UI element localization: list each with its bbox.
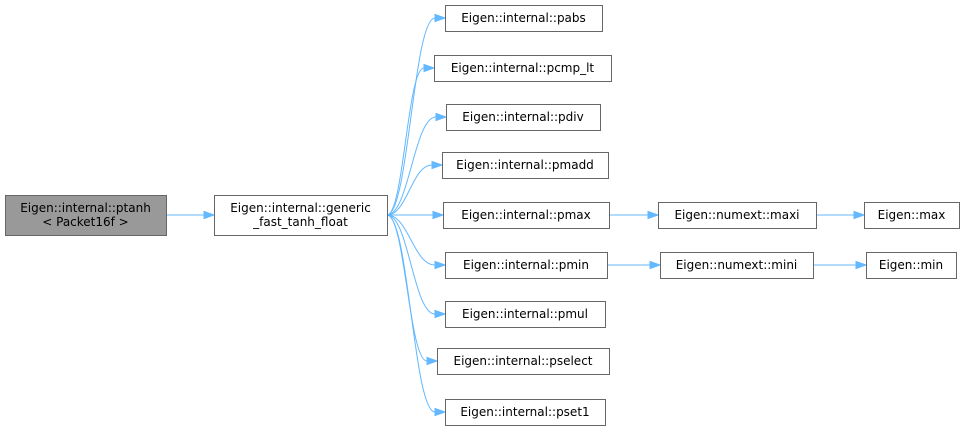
arrow-generic-to-pmin [434,260,447,270]
node-pmul[interactable]: Eigen::internal::pmul [445,301,606,328]
node-box-pabs [445,5,603,32]
node-label-pabs: Eigen::internal::pabs [461,11,586,25]
node-box-mini [660,252,814,279]
node-min[interactable]: Eigen::min [866,252,957,279]
node-label-pdiv: Eigen::internal::pdiv [462,110,583,124]
node-label-ptanh: Eigen::internal::ptanh [20,201,151,215]
node-box-pmin [445,252,608,279]
arrow-mini-to-min [855,260,868,270]
arrow-generic-to-pdiv [435,112,448,122]
edge-generic-to-pmadd [386,164,433,216]
edge-generic-to-pcmp_lt [386,67,425,216]
node-box-generic [214,195,388,236]
arrow-generic-to-pmax [432,210,445,220]
node-label-pmin: Eigen::internal::pmin [463,258,589,272]
node-label-generic: Eigen::internal::generic [230,201,371,215]
edge-generic-to-pset1 [386,214,436,413]
node-label-min: Eigen::min [879,258,943,272]
node-box-ptanh [5,195,167,236]
node-box-pmax [443,202,610,229]
node-pabs[interactable]: Eigen::internal::pabs [445,5,603,32]
node-box-pset1 [445,399,606,426]
node-label-pmax: Eigen::internal::pmax [461,208,591,222]
arrow-ptanh-to-generic [203,210,216,220]
nodes-layer: Eigen::internal::ptanh< Packet16f >Eigen… [5,5,960,426]
node-box-maxi [658,202,817,229]
arrow-generic-to-pabs [434,13,447,23]
node-maxi[interactable]: Eigen::numext::maxi [658,202,817,229]
node-label-generic: _fast_tanh_float [252,215,348,229]
edge-generic-to-pmul [386,214,436,315]
arrow-generic-to-pcmp_lt [423,63,436,73]
node-pmin[interactable]: Eigen::internal::pmin [445,252,608,279]
edge-generic-to-pdiv [386,116,437,216]
edge-generic-to-pabs [386,17,436,216]
arrow-generic-to-pselect [426,356,439,366]
arrow-pmin-to-mini [649,260,662,270]
edge-generic-to-pmin [386,214,436,266]
node-pmadd[interactable]: Eigen::internal::pmadd [442,152,609,179]
node-box-pcmp_lt [434,55,612,82]
node-label-pselect: Eigen::internal::pselect [453,354,592,368]
node-pset1[interactable]: Eigen::internal::pset1 [445,399,606,426]
arrow-pmax-to-maxi [647,210,660,220]
node-label-pmadd: Eigen::internal::pmadd [456,158,594,172]
arrow-generic-to-pset1 [434,407,447,417]
node-max[interactable]: Eigen::max [864,202,960,229]
node-box-pselect [437,348,610,375]
edges-layer [166,13,868,417]
node-label-pcmp_lt: Eigen::internal::pcmp_lt [451,61,595,75]
node-label-pmul: Eigen::internal::pmul [462,307,588,321]
node-box-pdiv [446,104,601,131]
node-ptanh[interactable]: Eigen::internal::ptanh< Packet16f > [5,195,167,236]
node-pdiv[interactable]: Eigen::internal::pdiv [446,104,601,131]
node-label-pset1: Eigen::internal::pset1 [460,405,589,419]
node-generic[interactable]: Eigen::internal::generic_fast_tanh_float [214,195,388,236]
arrow-generic-to-pmul [434,309,447,319]
node-mini[interactable]: Eigen::numext::mini [660,252,814,279]
node-pcmp_lt[interactable]: Eigen::internal::pcmp_lt [434,55,612,82]
node-box-pmadd [442,152,609,179]
node-pselect[interactable]: Eigen::internal::pselect [437,348,610,375]
arrow-maxi-to-max [853,210,866,220]
arrow-generic-to-pmadd [431,160,444,170]
node-label-maxi: Eigen::numext::maxi [674,208,799,222]
node-label-max: Eigen::max [878,208,946,222]
node-box-pmul [445,301,606,328]
node-pmax[interactable]: Eigen::internal::pmax [443,202,610,229]
node-box-max [864,202,960,229]
node-box-min [866,252,957,279]
node-label-mini: Eigen::numext::mini [676,258,798,272]
node-label-ptanh: < Packet16f > [42,215,129,229]
